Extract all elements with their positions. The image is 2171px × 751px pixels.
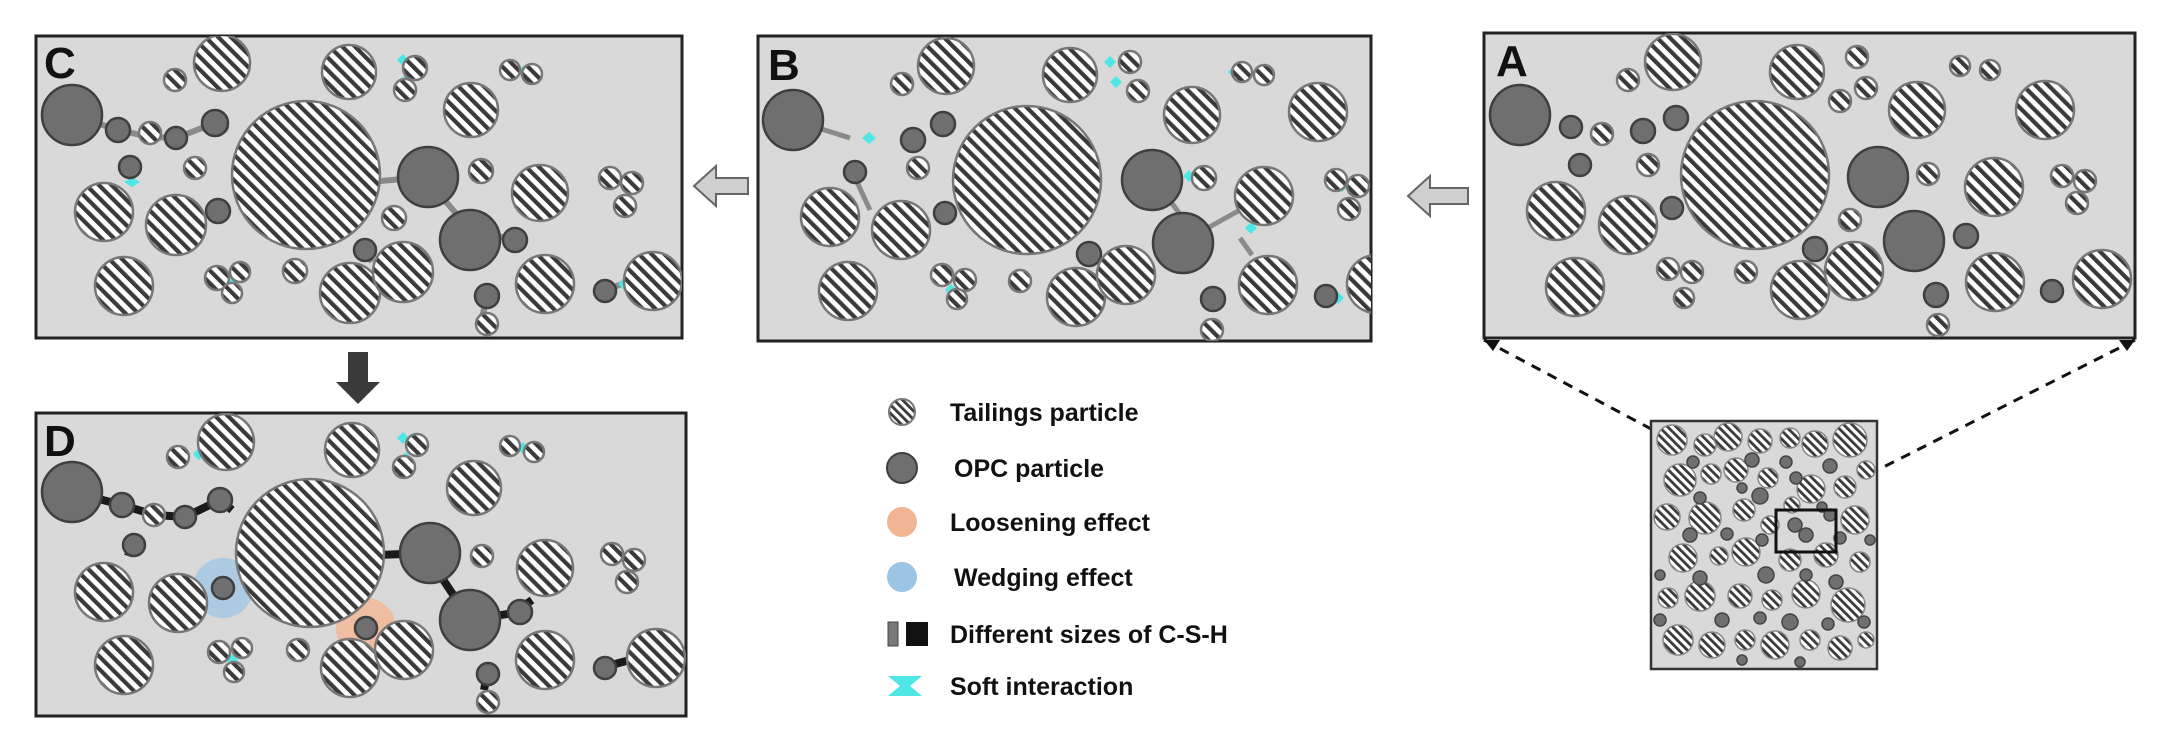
legend-label-wedging: Wedging effect	[954, 564, 1133, 592]
blue-circle-icon	[887, 562, 917, 592]
legend-item-tailings: Tailings particle	[888, 398, 1139, 427]
panel-a-label: A	[1496, 37, 1528, 86]
panel-c-label: C	[44, 39, 76, 88]
legend-label-loosening: Loosening effect	[950, 509, 1151, 537]
tailings-particles	[799, 36, 1371, 341]
tailings-particles	[1525, 33, 2133, 338]
opc-particles	[40, 460, 618, 687]
panel-b: B	[756, 34, 1373, 343]
hatched-circle-icon	[888, 398, 916, 426]
bow-tie-icon	[888, 676, 922, 696]
panel-b-label: B	[768, 41, 800, 90]
legend-label-opc: OPC particle	[954, 455, 1104, 483]
legend-item-opc: OPC particle	[886, 452, 1104, 484]
peach-circle-icon	[887, 507, 917, 537]
opc-particles	[1488, 83, 2065, 309]
legend-label-tailings: Tailings particle	[950, 399, 1139, 427]
legend-item-loosening: Loosening effect	[887, 507, 1151, 537]
panel-d-label: D	[44, 417, 76, 466]
legend-item-csh: Different sizes of C-S-H	[887, 621, 1228, 649]
arrow-down-icon	[336, 352, 380, 404]
panel-d: D	[34, 411, 688, 718]
arrow-left-icon	[692, 163, 749, 209]
paste-inset	[1649, 419, 1879, 671]
legend-item-wedging: Wedging effect	[887, 562, 1133, 592]
legend-label-soft: Soft interaction	[950, 673, 1133, 701]
legend-item-soft: Soft interaction	[888, 673, 1133, 701]
tailings-particles	[73, 36, 682, 337]
legend: Tailings particle OPC particle Loosening…	[886, 398, 1228, 701]
opc-particles	[761, 88, 1339, 313]
opc-particles	[40, 83, 618, 310]
panel-c: C	[34, 34, 684, 340]
csh-bars-icon	[887, 621, 928, 647]
grey-circle-icon	[886, 452, 918, 484]
zoom-connector	[1483, 338, 2136, 514]
panel-a: A	[1482, 31, 2137, 340]
tailings-particles	[73, 413, 686, 715]
legend-label-csh: Different sizes of C-S-H	[950, 621, 1228, 649]
arrow-left-icon	[1406, 173, 1469, 219]
